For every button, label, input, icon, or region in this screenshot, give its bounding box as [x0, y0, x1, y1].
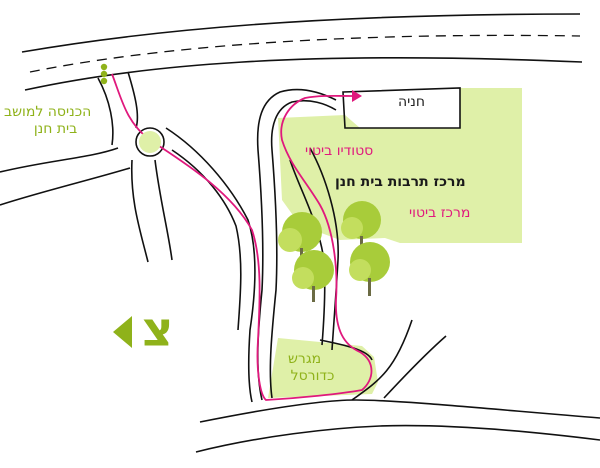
studio-label: סטודיו ביטוי: [305, 143, 374, 159]
tree-icon: [292, 250, 334, 302]
sports-court-line2: כדורסל: [290, 367, 335, 384]
north-arrow-icon: [113, 316, 132, 348]
north-label: צ: [142, 302, 174, 358]
route-path: [111, 73, 373, 401]
tree-icon: [341, 201, 381, 258]
entrance-label: הכניסה למושב בית חנן: [4, 104, 91, 138]
main-road: [21, 13, 583, 91]
tree-icon: [278, 212, 322, 270]
culture-center-label: מרכז תרבות בית חנן: [335, 174, 466, 190]
entrance-label-line1: הכניסה למושב: [4, 104, 92, 120]
culture-center-area: [278, 88, 522, 243]
tree-icon: [349, 242, 390, 296]
local-roads: [0, 71, 600, 453]
bitui-center-label: מרכז ביטוי: [409, 205, 471, 221]
sports-court-line1: מגרש: [288, 351, 322, 367]
sports-court-area: [268, 338, 378, 398]
route-arrow-icon: [352, 90, 362, 102]
sports-court-label: מגרש כדורסל: [288, 351, 337, 385]
entrance-dots-icon: [100, 63, 108, 85]
roundabout: [139, 131, 161, 153]
parking-label: חניה: [398, 94, 426, 110]
entrance-label-line2: בית חנן: [33, 120, 78, 137]
